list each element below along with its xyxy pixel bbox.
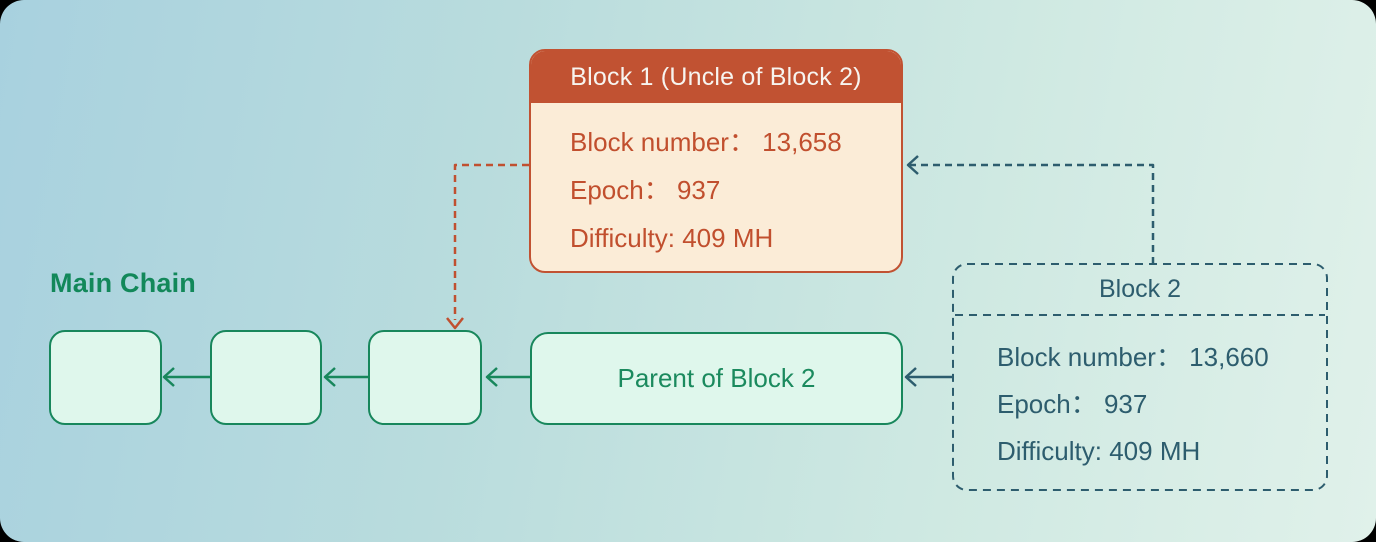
uncle-block-header: Block 1 (Uncle of Block 2): [531, 51, 901, 103]
block2-card: Block 2 Block number： 13,660 Epoch： 937 …: [953, 264, 1327, 490]
uncle-block-number-field: Block number： 13,658: [570, 127, 842, 157]
parent-block-label: Parent of Block 2: [617, 363, 816, 393]
main-chain-label: Main Chain: [50, 268, 197, 298]
block2-to-parent-arrow-head-icon: [904, 367, 917, 387]
chain-block-3: [368, 330, 482, 425]
uncle-block-body: Block number： 13,658 Epoch： 937 Difficul…: [531, 103, 901, 262]
uncle-reference-arrow-head-icon: [446, 317, 464, 330]
chain-arrow-2-head-icon: [323, 367, 336, 387]
uncle-block-card: Block 1 (Uncle of Block 2) Block number：…: [529, 49, 903, 273]
uncle-block-title: Block 1 (Uncle of Block 2): [570, 62, 862, 91]
block2-body: Block number： 13,660 Epoch： 937 Difficul…: [953, 315, 1327, 475]
chain-arrow-1-head-icon: [162, 367, 175, 387]
block2-number-field: Block number： 13,660: [997, 342, 1269, 372]
uncle-difficulty-field: Difficulty: 409 MH: [570, 223, 774, 253]
chain-block-1: [49, 330, 162, 425]
block2-difficulty-field: Difficulty: 409 MH: [997, 436, 1201, 466]
block2-epoch-field: Epoch： 937: [997, 389, 1148, 419]
block2-title: Block 2: [1099, 275, 1181, 303]
chain-block-2: [210, 330, 322, 425]
block2-to-uncle-dashed-arrow: [910, 163, 1155, 264]
uncle-epoch-field: Epoch： 937: [570, 175, 721, 205]
block2-to-uncle-arrow-head-icon: [906, 155, 919, 175]
uncle-reference-dashed-arrow: [453, 163, 529, 320]
chain-arrow-3-head-icon: [485, 367, 498, 387]
parent-block: Parent of Block 2: [530, 332, 903, 425]
block2-titlebar: Block 2: [953, 264, 1327, 315]
